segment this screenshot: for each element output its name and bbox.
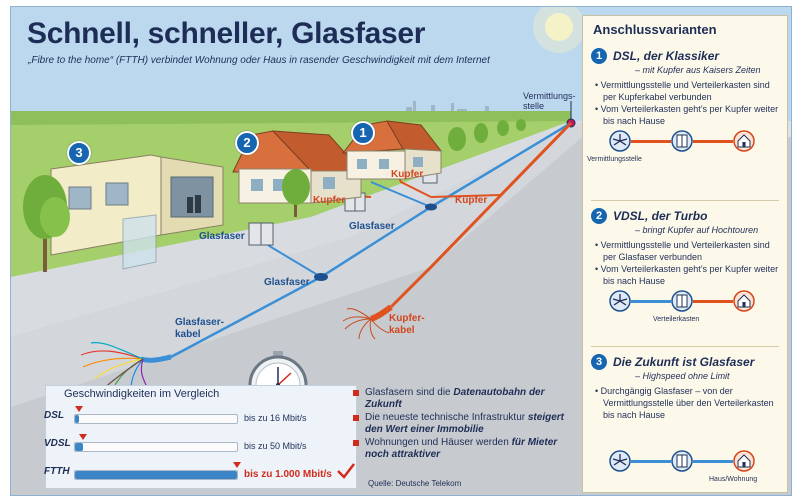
bullet-square-icon [353,440,359,446]
house-icon [733,450,755,472]
variant-separator [591,200,779,201]
variant-title: DSL, der Klassiker [613,49,720,63]
variant-subtitle: – Highspeed ohne Limit [635,371,730,381]
speed-title: Geschwindigkeiten im Vergleich [64,388,220,400]
tree-illustration [23,175,70,272]
checkmark-icon [337,463,355,479]
variant-link-line [631,140,671,143]
house-2-illustration [232,130,363,204]
speed-value: bis zu 50 Mbit/s [244,441,307,451]
kupfer-label-street: Kupfer [455,195,488,206]
tree-illustration [282,169,310,217]
fiber-cable-illustration [80,342,172,392]
variant-bullet: • Durchgängig Glasfaser – von der Vermit… [595,386,774,420]
speed-tech-label: FTTH [44,466,70,477]
benefit-emphasis: steigert den Wert einer Immobilie [365,412,564,435]
variant-number-badge: 1 [591,48,607,64]
variant-diagram-label: Vermittlungsstelle [587,156,642,163]
bullet-square-icon [353,390,359,396]
speed-fill-bar [75,471,237,479]
copper-cable-illustration [342,304,393,340]
glasfaser-label-box: Glasfaser [199,231,245,242]
house-2-badge: 2 [235,131,259,155]
house-icon [733,290,755,312]
variant-link-line [693,300,733,303]
exchange-icon [609,450,631,472]
variant-bullet: • Vom Verteilerkasten geht’s per Kupfer … [595,264,779,286]
variant-link-line [693,140,733,143]
speed-track [74,442,238,452]
speed-fill-bar [75,443,84,451]
variant-bullet: • Vom Verteilerkasten geht’s per Kupfer … [595,104,779,126]
kupfer-label-house1: Kupfer [391,169,424,180]
variant-link-line [631,460,671,463]
variant-subtitle: – mit Kupfer aus Kaisers Zeiten [635,65,761,75]
source-credit: Quelle: Deutsche Telekom [368,479,462,488]
speed-fill-bar [75,415,79,423]
connection-variants-panel: Anschlussvarianten 1 DSL, der Klassiker – … [582,15,788,493]
verteilerkasten-icon [248,222,274,246]
house-3-illustration [50,154,224,270]
bullet-square-icon [353,415,359,421]
variant-diagram-label: Verteilerkasten [653,316,700,323]
vermittlungsstelle-label: Vermittlungs- stelle [523,91,576,111]
speed-marker [233,462,241,468]
variant-bullets: • Durchgängig Glasfaser – von der Vermit… [595,385,779,421]
glasfaser-label-street: Glasfaser [349,221,395,232]
variant-title: Die Zukunft ist Glasfaser [613,355,755,369]
house-1-illustration [341,120,443,180]
exchange-icon [609,130,631,152]
variant-separator [591,346,779,347]
benefit-text: Glasfasern sind die [365,387,454,398]
speed-tech-label: VDSL [44,438,71,449]
speed-marker [75,406,83,412]
variant-bullets: • Vermittlungsstelle und Verteilerkasten… [595,79,779,127]
benefit-text: Wohnungen und Häuser werden [365,437,512,448]
speed-marker [79,434,88,440]
benefit-text: Die neueste technische Infrastruktur [365,412,528,423]
benefit-emphasis: Datenautobahn der Zukunft [365,387,545,410]
benefit-emphasis: für Mieter noch attraktiver [365,437,558,460]
variant-subtitle: – bringt Kupfer auf Hochtouren [635,225,759,235]
benefit-item: Glasfasern sind die Datenautobahn der Zu… [353,387,579,411]
house-3-badge: 3 [67,141,91,165]
kupfer-kabel-label: Kupfer- kabel [389,313,425,336]
house-1-badge: 1 [351,121,375,145]
panel-title: Anschlussvarianten [593,22,717,37]
cabinet-icon [671,450,693,472]
page-subtitle: „Fibre to the home“ (FTTH) verbindet Woh… [28,55,490,66]
benefit-item: Wohnungen und Häuser werden für Mieter n… [353,437,579,461]
kupfer-label-house2: Kupfer [313,195,346,206]
benefit-item: Die neueste technische Infrastruktur ste… [353,412,579,436]
variant-bullets: • Vermittlungsstelle und Verteilerkasten… [595,239,779,287]
speed-value: bis zu 16 Mbit/s [244,413,307,423]
cabinet-icon [671,130,693,152]
speed-value: bis zu 1.000 Mbit/s [244,469,332,480]
variant-diagram-label: Haus/Wohnung [709,476,758,483]
benefits-list: Glasfasern sind die Datenautobahn der Zu… [353,387,579,462]
variant-bullet: • Vermittlungsstelle und Verteilerkasten… [595,80,770,102]
glasfaser-kabel-label: Glasfaser- kabel [175,317,224,340]
speed-track [74,414,238,424]
variant-number-badge: 3 [591,354,607,370]
exchange-icon [609,290,631,312]
house-icon [733,130,755,152]
speed-tech-label: DSL [44,410,64,421]
variant-title: VDSL, der Turbo [613,209,708,223]
variant-bullet: • Vermittlungsstelle und Verteilerkasten… [595,240,770,262]
infographic: Schnell, schneller, Glasfaser „Fibre to … [10,6,792,496]
variant-link-line [693,460,733,463]
cabinet-icon [671,290,693,312]
glasfaser-label-ground: Glasfaser [264,277,310,288]
page-title: Schnell, schneller, Glasfaser [27,17,426,50]
variant-link-line [631,300,671,303]
variant-number-badge: 2 [591,208,607,224]
speed-comparison: Geschwindigkeiten im Vergleich DSL bis zu… [44,385,357,489]
